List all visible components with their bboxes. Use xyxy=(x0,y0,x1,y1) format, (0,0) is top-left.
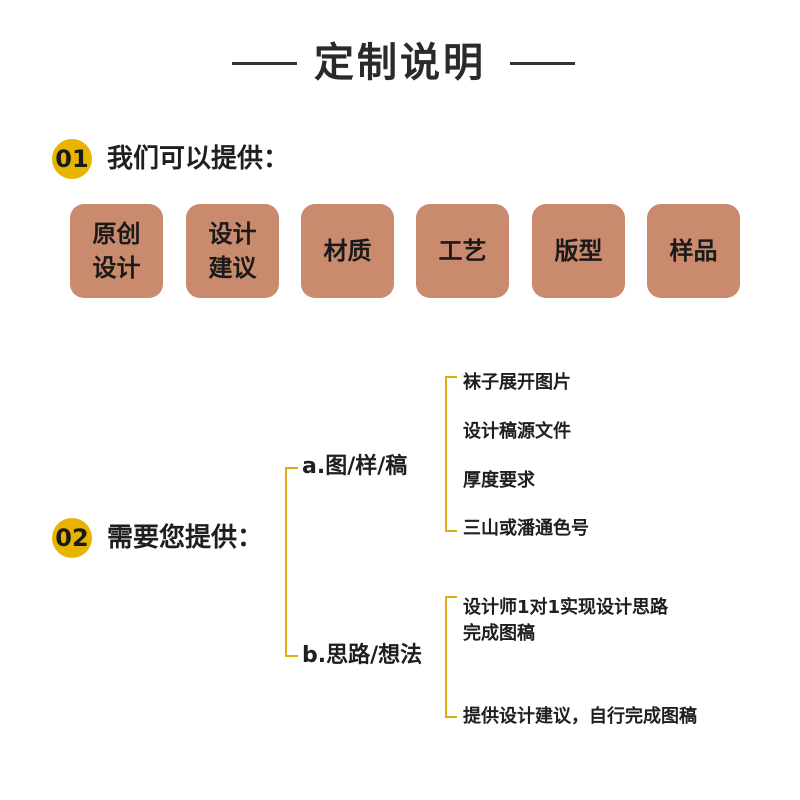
branch-b-item: 设计师1对1实现设计思路 xyxy=(463,597,669,618)
branch-b-label: b.思路/想法 xyxy=(302,643,423,668)
service-card-design-advice: 设计 建议 xyxy=(186,204,279,298)
branch-b-item: 提供设计建议，自行完成图稿 xyxy=(463,706,697,727)
branch-b-connector xyxy=(445,596,447,718)
title-right-rule xyxy=(510,62,575,65)
branch-a-item: 袜子展开图片 xyxy=(463,372,571,393)
card-label-line: 设计 xyxy=(92,254,141,282)
title-left-rule xyxy=(232,62,297,65)
card-label-line: 工艺 xyxy=(438,237,487,265)
section-1-heading: 我们可以提供： xyxy=(107,144,290,174)
branch-a-item: 厚度要求 xyxy=(463,470,535,491)
section-2-number-badge: 02 xyxy=(52,518,92,558)
leaf-tick xyxy=(445,376,457,378)
service-card-pattern: 版型 xyxy=(532,204,625,298)
page-title: 定制说明 xyxy=(314,40,486,86)
service-card-sample: 样品 xyxy=(647,204,740,298)
section-1-number-badge: 01 xyxy=(52,139,92,179)
card-label-line: 材质 xyxy=(323,237,372,265)
card-label-line: 建议 xyxy=(208,254,257,282)
tree-branch-b-tick xyxy=(285,655,298,657)
section-2-heading: 需要您提供： xyxy=(107,523,264,553)
branch-a-item: 三山或潘通色号 xyxy=(463,518,589,539)
branch-a-connector xyxy=(445,376,447,532)
leaf-tick xyxy=(445,530,457,532)
leaf-tick xyxy=(445,716,457,718)
service-card-craft: 工艺 xyxy=(416,204,509,298)
card-label-line: 原创 xyxy=(92,220,141,248)
page-header: 定制说明 xyxy=(0,38,800,88)
branch-b-item: 完成图稿 xyxy=(463,623,535,644)
branch-a-item: 设计稿源文件 xyxy=(463,421,571,442)
card-label-line: 版型 xyxy=(554,237,603,265)
service-card-original-design: 原创 设计 xyxy=(70,204,163,298)
service-card-material: 材质 xyxy=(301,204,394,298)
branch-a-label: a.图/样/稿 xyxy=(302,454,408,479)
tree-main-connector xyxy=(285,467,287,657)
leaf-tick xyxy=(445,596,457,598)
tree-branch-a-tick xyxy=(285,467,298,469)
card-label-line: 设计 xyxy=(208,220,257,248)
card-label-line: 样品 xyxy=(669,237,718,265)
